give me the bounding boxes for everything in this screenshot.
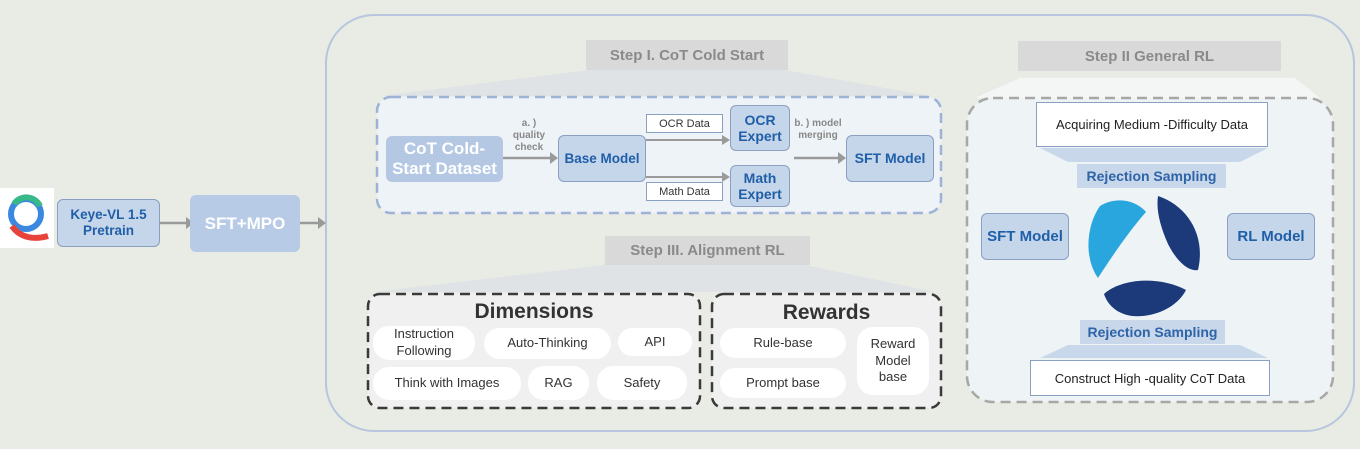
ocr-data-tag: OCR Data xyxy=(646,114,723,133)
arrow-base-to-math xyxy=(722,172,730,182)
step1-trapezoid xyxy=(380,70,930,96)
step2-trapezoid xyxy=(975,78,1320,98)
step2-dashed-box xyxy=(965,96,1335,404)
acquire-data-box: Acquiring Medium -Difficulty Data xyxy=(1036,102,1268,147)
quality-check-note: a. ) quality check xyxy=(512,118,546,153)
pretrain-model-label: Keye-VL 1.5 Pretrain xyxy=(70,207,147,238)
dimension-api: API xyxy=(618,328,692,356)
step1-dashed-box xyxy=(375,95,943,215)
dimension-instruction-following: Instruction Following xyxy=(373,326,475,360)
step3-trapezoid xyxy=(372,265,935,292)
rl-cycle-icon xyxy=(1088,196,1200,317)
rejection-sampling-bottom: Rejection Sampling xyxy=(1080,320,1225,344)
pretrain-model-box: Keye-VL 1.5 Pretrain xyxy=(57,199,160,247)
step3-title: Step III. Alignment RL xyxy=(605,236,810,265)
math-expert-box: Math Expert xyxy=(730,165,790,207)
step2-title: Step II General RL xyxy=(1018,41,1281,71)
dimension-safety: Safety xyxy=(597,366,687,400)
rl-model-box: RL Model xyxy=(1227,213,1315,260)
reward-rule-base: Rule-base xyxy=(720,328,846,358)
sft-model-box: SFT Model xyxy=(846,135,934,182)
rewards-heading: Rewards xyxy=(782,301,871,324)
reward-prompt-base: Prompt base xyxy=(720,368,846,398)
ocr-expert-box: OCR Expert xyxy=(730,105,790,151)
dimension-think-with-images: Think with Images xyxy=(373,367,521,400)
step2-sft-model-box: SFT Model xyxy=(981,213,1069,260)
dimensions-heading: Dimensions xyxy=(474,300,594,323)
sft-mpo-box: SFT+MPO xyxy=(190,195,300,252)
arrow-base-to-ocr xyxy=(722,135,730,145)
arrow-to-sft-model xyxy=(838,152,846,164)
sft-mpo-label: SFT+MPO xyxy=(204,213,286,233)
base-model-box: Base Model xyxy=(558,135,646,182)
arrow-dataset-to-base xyxy=(550,152,558,164)
dimension-auto-thinking: Auto-Thinking xyxy=(484,328,611,359)
cot-dataset-box: CoT Cold-Start Dataset xyxy=(386,136,503,182)
reward-model-base: Reward Model base xyxy=(857,327,929,395)
rejection-sampling-top: Rejection Sampling xyxy=(1077,164,1226,188)
construct-data-box: Construct High -quality CoT Data xyxy=(1030,360,1270,396)
step1-title: Step I. CoT Cold Start xyxy=(586,40,788,70)
dimension-rag: RAG xyxy=(528,366,589,400)
model-merging-note: b. ) model merging xyxy=(794,118,842,141)
math-data-tag: Math Data xyxy=(646,182,723,201)
